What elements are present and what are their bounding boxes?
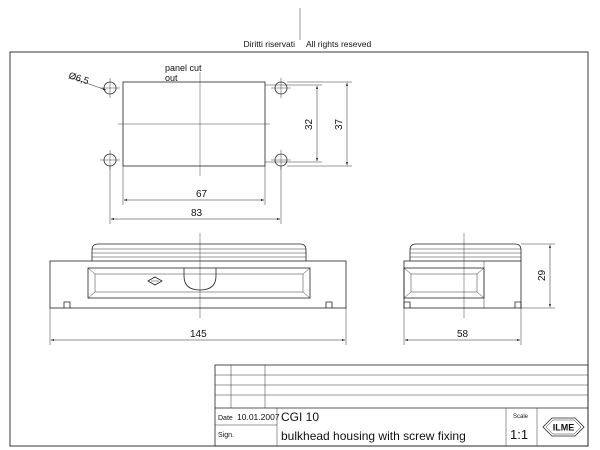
rights-reserved-italian: Diritti riservati	[244, 39, 296, 49]
ilme-logo: ILME	[542, 417, 585, 437]
dim-side-length: 58	[457, 329, 469, 340]
screw-head-symbol	[147, 276, 163, 286]
date-value: 10.01.2007	[237, 412, 280, 422]
front-view: 145	[49, 233, 347, 345]
hole-diameter-label: Ø6,5	[67, 70, 90, 87]
title-block: Date 10.01.2007 Sign. CGI 10 bulkhead ho…	[214, 364, 589, 447]
mounting-hole-top-left	[100, 78, 120, 98]
ilme-logo-text: ILME	[553, 423, 575, 433]
side-view: 58 29	[403, 233, 555, 345]
part-code: CGI 10	[281, 410, 319, 424]
dim-hole-spacing: 83	[191, 208, 203, 219]
dim-hole-height: 37	[334, 118, 345, 130]
scale-value: 1:1	[510, 427, 528, 442]
sign-label: Sign.	[218, 432, 234, 439]
part-description: bulkhead housing with screw fixing	[281, 429, 466, 443]
panel-cut-label-line2: out	[165, 73, 178, 83]
mounting-hole-top-right	[271, 78, 291, 98]
dim-cut-height: 32	[304, 118, 315, 130]
panel-cutout-view: Ø6,5 panel cut out 67 83 32 37	[67, 63, 352, 224]
dim-side-height: 29	[537, 269, 548, 281]
front-flange	[49, 260, 347, 309]
date-label: Date	[218, 415, 233, 422]
rights-reserved-english: All rights reseved	[306, 39, 371, 49]
hole-diameter-leader	[71, 77, 107, 91]
dim-cut-width: 67	[196, 189, 208, 200]
dim-front-length: 145	[190, 329, 207, 340]
scale-label: Scale	[513, 414, 529, 420]
panel-cut-label-line1: panel cut	[165, 63, 202, 73]
